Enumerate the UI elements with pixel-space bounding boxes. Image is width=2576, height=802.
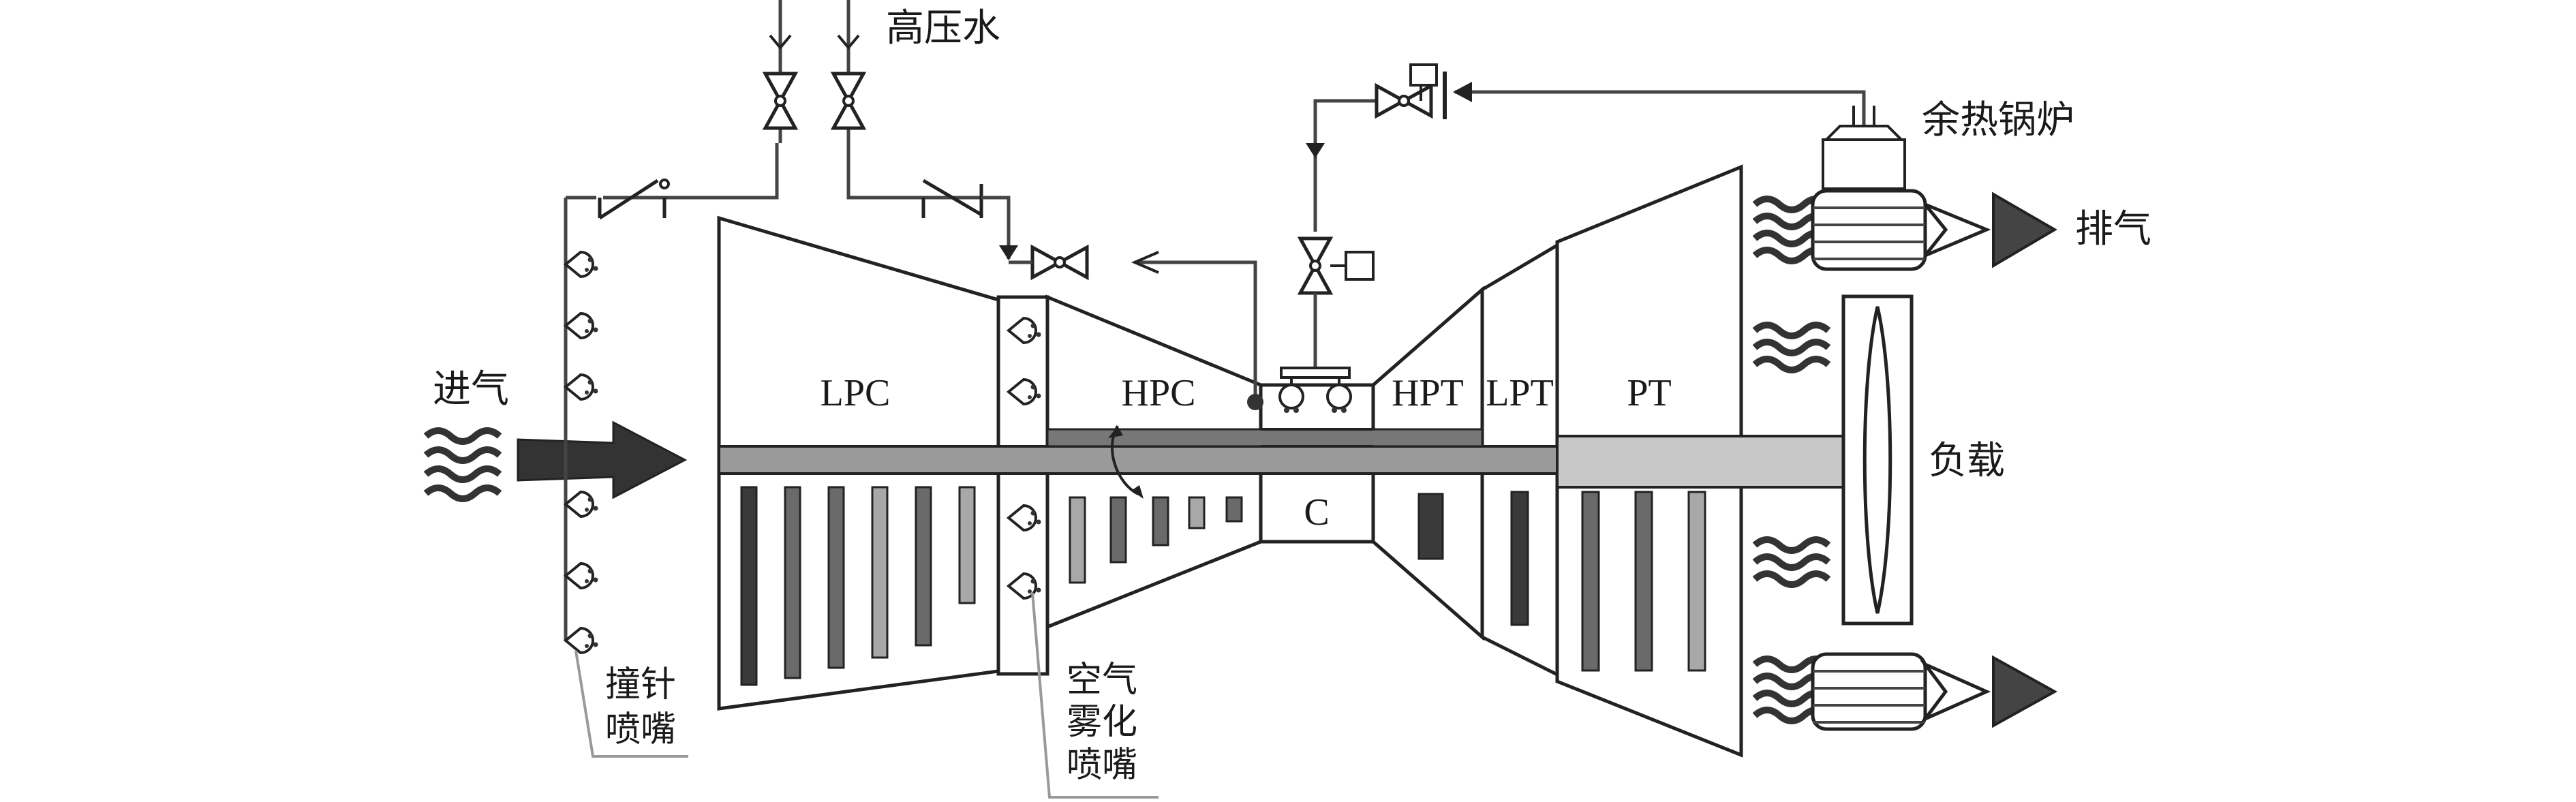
air-atomizing-label-line3: 喷嘴 [1067,745,1137,786]
combustor-label: C [1304,491,1329,534]
combustor-water-injection [1278,63,1447,413]
load-label: 负载 [1929,439,2005,483]
exhaust-bottom [1755,652,2058,731]
exhaust-top [1755,189,2057,271]
low-pressure-shaft [718,445,1559,475]
lpt-label: LPT [1486,372,1554,414]
high-pressure-water-supply [765,0,1018,260]
exhaust-label: 排气 [2075,207,2151,251]
pt-label: PT [1627,372,1671,414]
air-atomizing-label-line2: 雾化 [1067,702,1137,743]
intake-label: 进气 [433,367,509,412]
power-turbine-shaft [1556,435,1879,489]
exhaust-arrow-top [1992,191,2057,268]
lpc-label: LPC [821,372,891,414]
intake-arrow [517,420,688,499]
hpt-blade [1417,493,1444,560]
interstage-nozzle-frame [996,295,1049,676]
waste-heat-boiler-label: 余热锅炉 [1922,98,2074,142]
load-fan-blade-icon [1862,306,1892,614]
impingement-nozzle-label-line2: 喷嘴 [605,709,676,750]
air-atomizing-label-line1: 空气 [1067,660,1137,700]
impingement-nozzle-manifold [564,143,779,654]
pt-blades [1581,491,1706,672]
impingement-nozzle-label-line1: 撞针 [605,664,676,705]
hpc-blades [1069,496,1243,584]
lpt-blade [1510,491,1529,626]
intake-waves [426,431,500,499]
impingement-nozzle-leader [574,650,688,758]
high-pressure-water-label: 高压水 [886,6,1000,50]
exhaust-arrow-bottom [1992,655,2058,728]
hpc-bleed-air-line [1009,247,1263,410]
hpc-label: HPC [1122,372,1196,414]
waste-heat-boiler [1453,82,1906,190]
air-atomizing-nozzle-leader [1031,592,1159,799]
lpc-blades [740,486,976,686]
hpt-label: HPT [1392,372,1464,414]
load-rig [1755,294,1914,626]
